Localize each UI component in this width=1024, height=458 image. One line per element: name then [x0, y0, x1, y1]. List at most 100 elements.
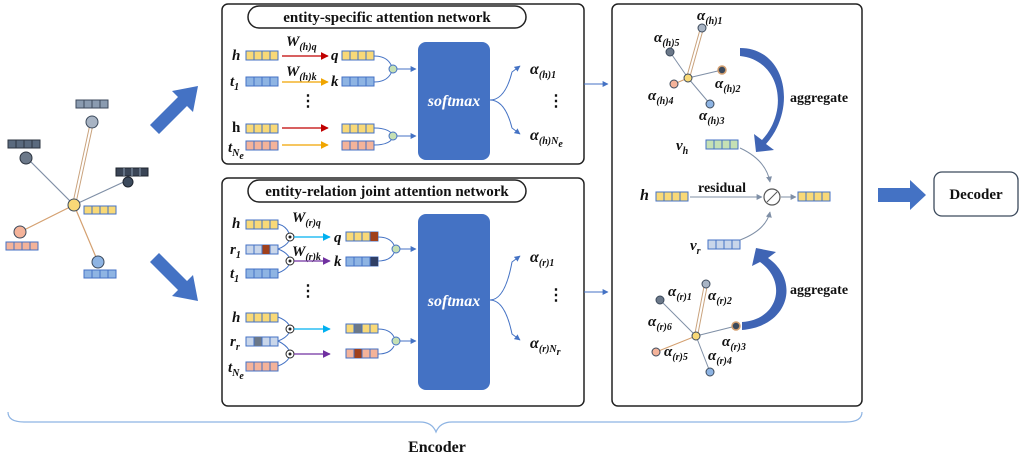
- bottom-alpha-3: α(r)3: [722, 334, 746, 353]
- vector-k: [341, 76, 375, 87]
- weight-wq-label: W(h)q: [286, 34, 317, 53]
- rel-vector-q2: [345, 323, 379, 334]
- k-label: k: [331, 74, 339, 90]
- vector-q2: [341, 123, 375, 134]
- entity-specific-title: entity-specific attention network: [247, 5, 527, 29]
- vector-pink: [5, 241, 39, 251]
- rel-input-tne-label: tNe: [228, 360, 244, 382]
- encoder-label: Encoder: [408, 439, 466, 456]
- top-alpha-1: α(h)1: [697, 8, 723, 27]
- q-label: q: [331, 48, 339, 64]
- bottom-alpha-2: α(r)2: [708, 288, 732, 307]
- vector-h: [245, 50, 279, 61]
- rel-multiply-node-1: [391, 244, 401, 254]
- softmax-block-2: [418, 214, 490, 390]
- input-t1-label: t1: [230, 74, 239, 93]
- rel-input-r1-label: r1: [230, 242, 241, 261]
- vector-t1: [245, 76, 279, 87]
- entity-relation-panel: entity-relation joint attention network …: [221, 177, 585, 407]
- input-h-label: h: [232, 48, 240, 64]
- node-dark-right: [122, 176, 134, 188]
- softmax-label-2: softmax: [427, 293, 480, 310]
- rel-vector-tne: [245, 361, 279, 372]
- bottom-alpha-1: α(r)1: [668, 284, 692, 303]
- rel-input-h2-label: h: [232, 310, 240, 326]
- node-center: [67, 198, 81, 212]
- vector-vr: [707, 239, 741, 250]
- rel-dots-right: ⋮: [548, 287, 564, 304]
- arrow-to-entity-relation: [150, 253, 198, 301]
- vector-residual-h: [655, 191, 689, 202]
- entity-relation-title: entity-relation joint attention network: [247, 179, 527, 203]
- aggregate-label-bottom: aggregate: [790, 283, 848, 298]
- residual-label: residual: [698, 181, 746, 196]
- odot-nodes: [285, 232, 295, 359]
- entity-relation-title-text: entity-relation joint attention network: [265, 184, 509, 200]
- rel-multiply-node-2: [391, 336, 401, 346]
- rel-weight-wq-label: W(r)q: [292, 210, 321, 229]
- dots-right: ⋮: [548, 93, 564, 110]
- node-blue: [91, 255, 105, 269]
- arrow-to-decoder: [878, 180, 926, 210]
- residual-h-label: h: [640, 187, 649, 204]
- bottom-alpha-6: α(r)6: [648, 314, 672, 333]
- weight-wk-label: W(h)k: [286, 64, 317, 83]
- dots-left: ⋮: [300, 93, 316, 110]
- top-alpha-5: α(h)5: [654, 30, 680, 49]
- rel-vector-h2: [245, 312, 279, 323]
- decoder-label: Decoder: [949, 187, 1003, 203]
- vector-gray-top: [75, 99, 109, 109]
- input-h2-label: h: [232, 120, 241, 136]
- rel-k-label: k: [334, 254, 342, 270]
- rel-input-h-label: h: [232, 216, 240, 232]
- entity-specific-panel: entity-specific attention network h t1 ⋮…: [221, 3, 585, 165]
- bottom-alpha-4: α(r)4: [708, 348, 732, 367]
- rel-q-label: q: [334, 230, 342, 246]
- output-an-label: α(h)Ne: [530, 127, 563, 150]
- bottom-star-graph: [651, 279, 741, 377]
- input-tne-label: tNe: [228, 140, 244, 162]
- rel-input-rr-label: rr: [230, 334, 240, 353]
- decoder-box: Decoder: [933, 171, 1019, 217]
- rel-vector-k: [345, 256, 379, 267]
- node-dark-left: [19, 151, 33, 165]
- arrow-to-entity-specific: [150, 86, 198, 134]
- vector-vh: [705, 139, 739, 150]
- aggregation-panel: α(h)1 α(h)5 α(h)2 α(h)4 α(h)3 aggregate …: [611, 3, 863, 407]
- bottom-alpha-5: α(r)5: [664, 344, 688, 363]
- rel-vector-h: [245, 219, 279, 230]
- node-gray-top: [85, 115, 99, 129]
- rel-vector-r1: [245, 244, 279, 255]
- vector-q: [341, 50, 375, 61]
- vector-dark-right: [115, 167, 149, 177]
- multiply-node-1: [388, 64, 398, 74]
- vector-dark-left: [7, 139, 41, 149]
- input-graph: [5, 99, 149, 279]
- rel-input-t1-label: t1: [230, 266, 239, 285]
- vector-output: [797, 191, 831, 202]
- rel-vector-k2: [345, 348, 379, 359]
- aggregate-arrow-bottom: [742, 248, 787, 330]
- node-pink: [13, 225, 27, 239]
- top-alpha-2: α(h)2: [715, 76, 741, 95]
- vh-label: vh: [676, 138, 689, 157]
- softmax-label-1: softmax: [427, 93, 480, 110]
- top-star-graph: [665, 23, 727, 109]
- multiply-node-2: [388, 131, 398, 141]
- rel-output-a1-label: α(r)1: [530, 249, 554, 269]
- rel-dots-left: ⋮: [300, 283, 316, 300]
- softmax-block-1: [418, 42, 490, 160]
- vr-label: vr: [690, 238, 701, 257]
- entity-specific-title-text: entity-specific attention network: [283, 10, 491, 26]
- rel-weight-wk-label: W(r)k: [292, 244, 321, 263]
- top-alpha-4: α(h)4: [648, 88, 674, 107]
- rel-output-an-label: α(r)Nr: [530, 335, 561, 358]
- top-alpha-3: α(h)3: [699, 108, 725, 127]
- rel-vector-rr: [245, 336, 279, 347]
- aggregate-label-top: aggregate: [790, 91, 848, 106]
- vector-yellow-center: [83, 205, 117, 215]
- combine-node: [763, 188, 781, 206]
- output-a1-label: α(h)1: [530, 61, 556, 81]
- vector-blue: [83, 269, 117, 279]
